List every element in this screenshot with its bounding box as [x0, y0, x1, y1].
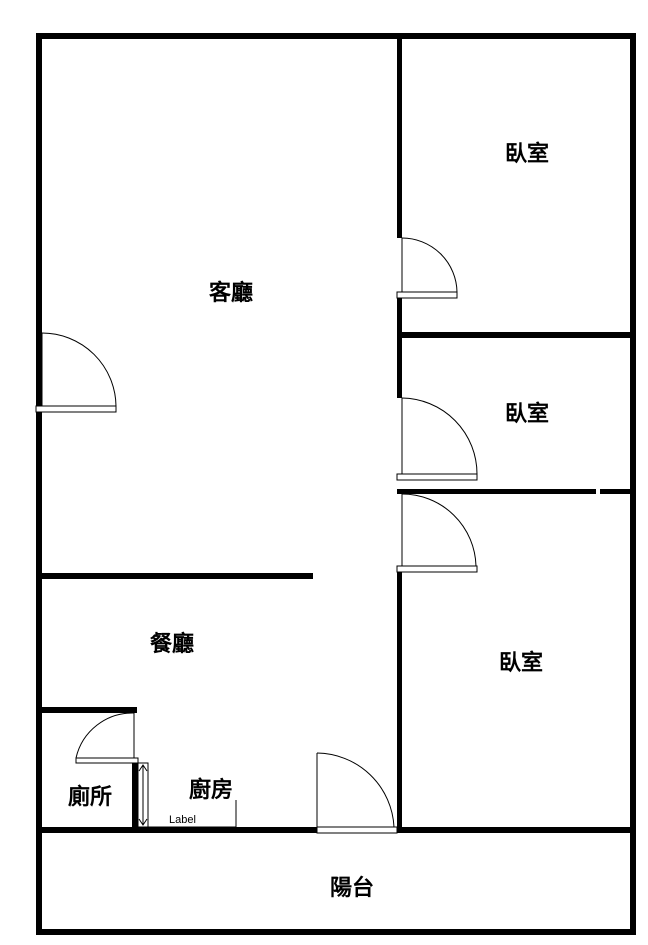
- wall-bottom: [36, 929, 636, 935]
- door-bedroom-1: [396, 237, 458, 299]
- label-living-room: 客廳: [209, 280, 253, 306]
- wall-top: [36, 33, 636, 39]
- door-bedroom-3: [396, 493, 478, 573]
- wall-bedroom-left-upper: [397, 33, 402, 238]
- label-toilet: 廁所: [68, 784, 112, 810]
- door-balcony: [316, 752, 398, 834]
- label-bedroom-1: 臥室: [505, 141, 549, 167]
- wall-bedroom2-bottom-a: [397, 489, 596, 494]
- label-balcony: 陽台: [330, 875, 374, 901]
- wall-toilet-top: [36, 707, 137, 713]
- dimension-label: Label: [169, 814, 196, 826]
- label-bedroom-3: 臥室: [499, 650, 543, 676]
- kitchen-fixture: [137, 762, 237, 828]
- wall-balcony-top-left: [36, 827, 317, 833]
- wall-bedroom-left-lower: [397, 572, 402, 830]
- wall-living-dining: [36, 573, 313, 579]
- wall-right: [630, 33, 636, 935]
- label-dining-room: 餐廳: [150, 631, 194, 657]
- room-labels: 客廳 臥室 臥室 臥室 餐廳 廁所 廚房 陽台 Label: [68, 141, 549, 901]
- wall-bedroom2-bottom-b: [600, 489, 636, 494]
- wall-left: [36, 33, 42, 935]
- interior-walls: [36, 33, 636, 833]
- wall-bedroom-left-mid: [397, 298, 402, 398]
- outer-walls: [36, 33, 636, 935]
- wall-toilet-right: [132, 763, 138, 830]
- door-entrance: [35, 332, 117, 413]
- doors: [35, 237, 478, 834]
- door-bedroom-2: [396, 397, 478, 481]
- door-toilet: [75, 712, 139, 764]
- label-bedroom-2: 臥室: [505, 401, 549, 427]
- wall-bedroom1-bottom: [397, 332, 636, 338]
- label-kitchen: 廚房: [189, 777, 233, 803]
- wall-balcony-top-right: [397, 827, 636, 833]
